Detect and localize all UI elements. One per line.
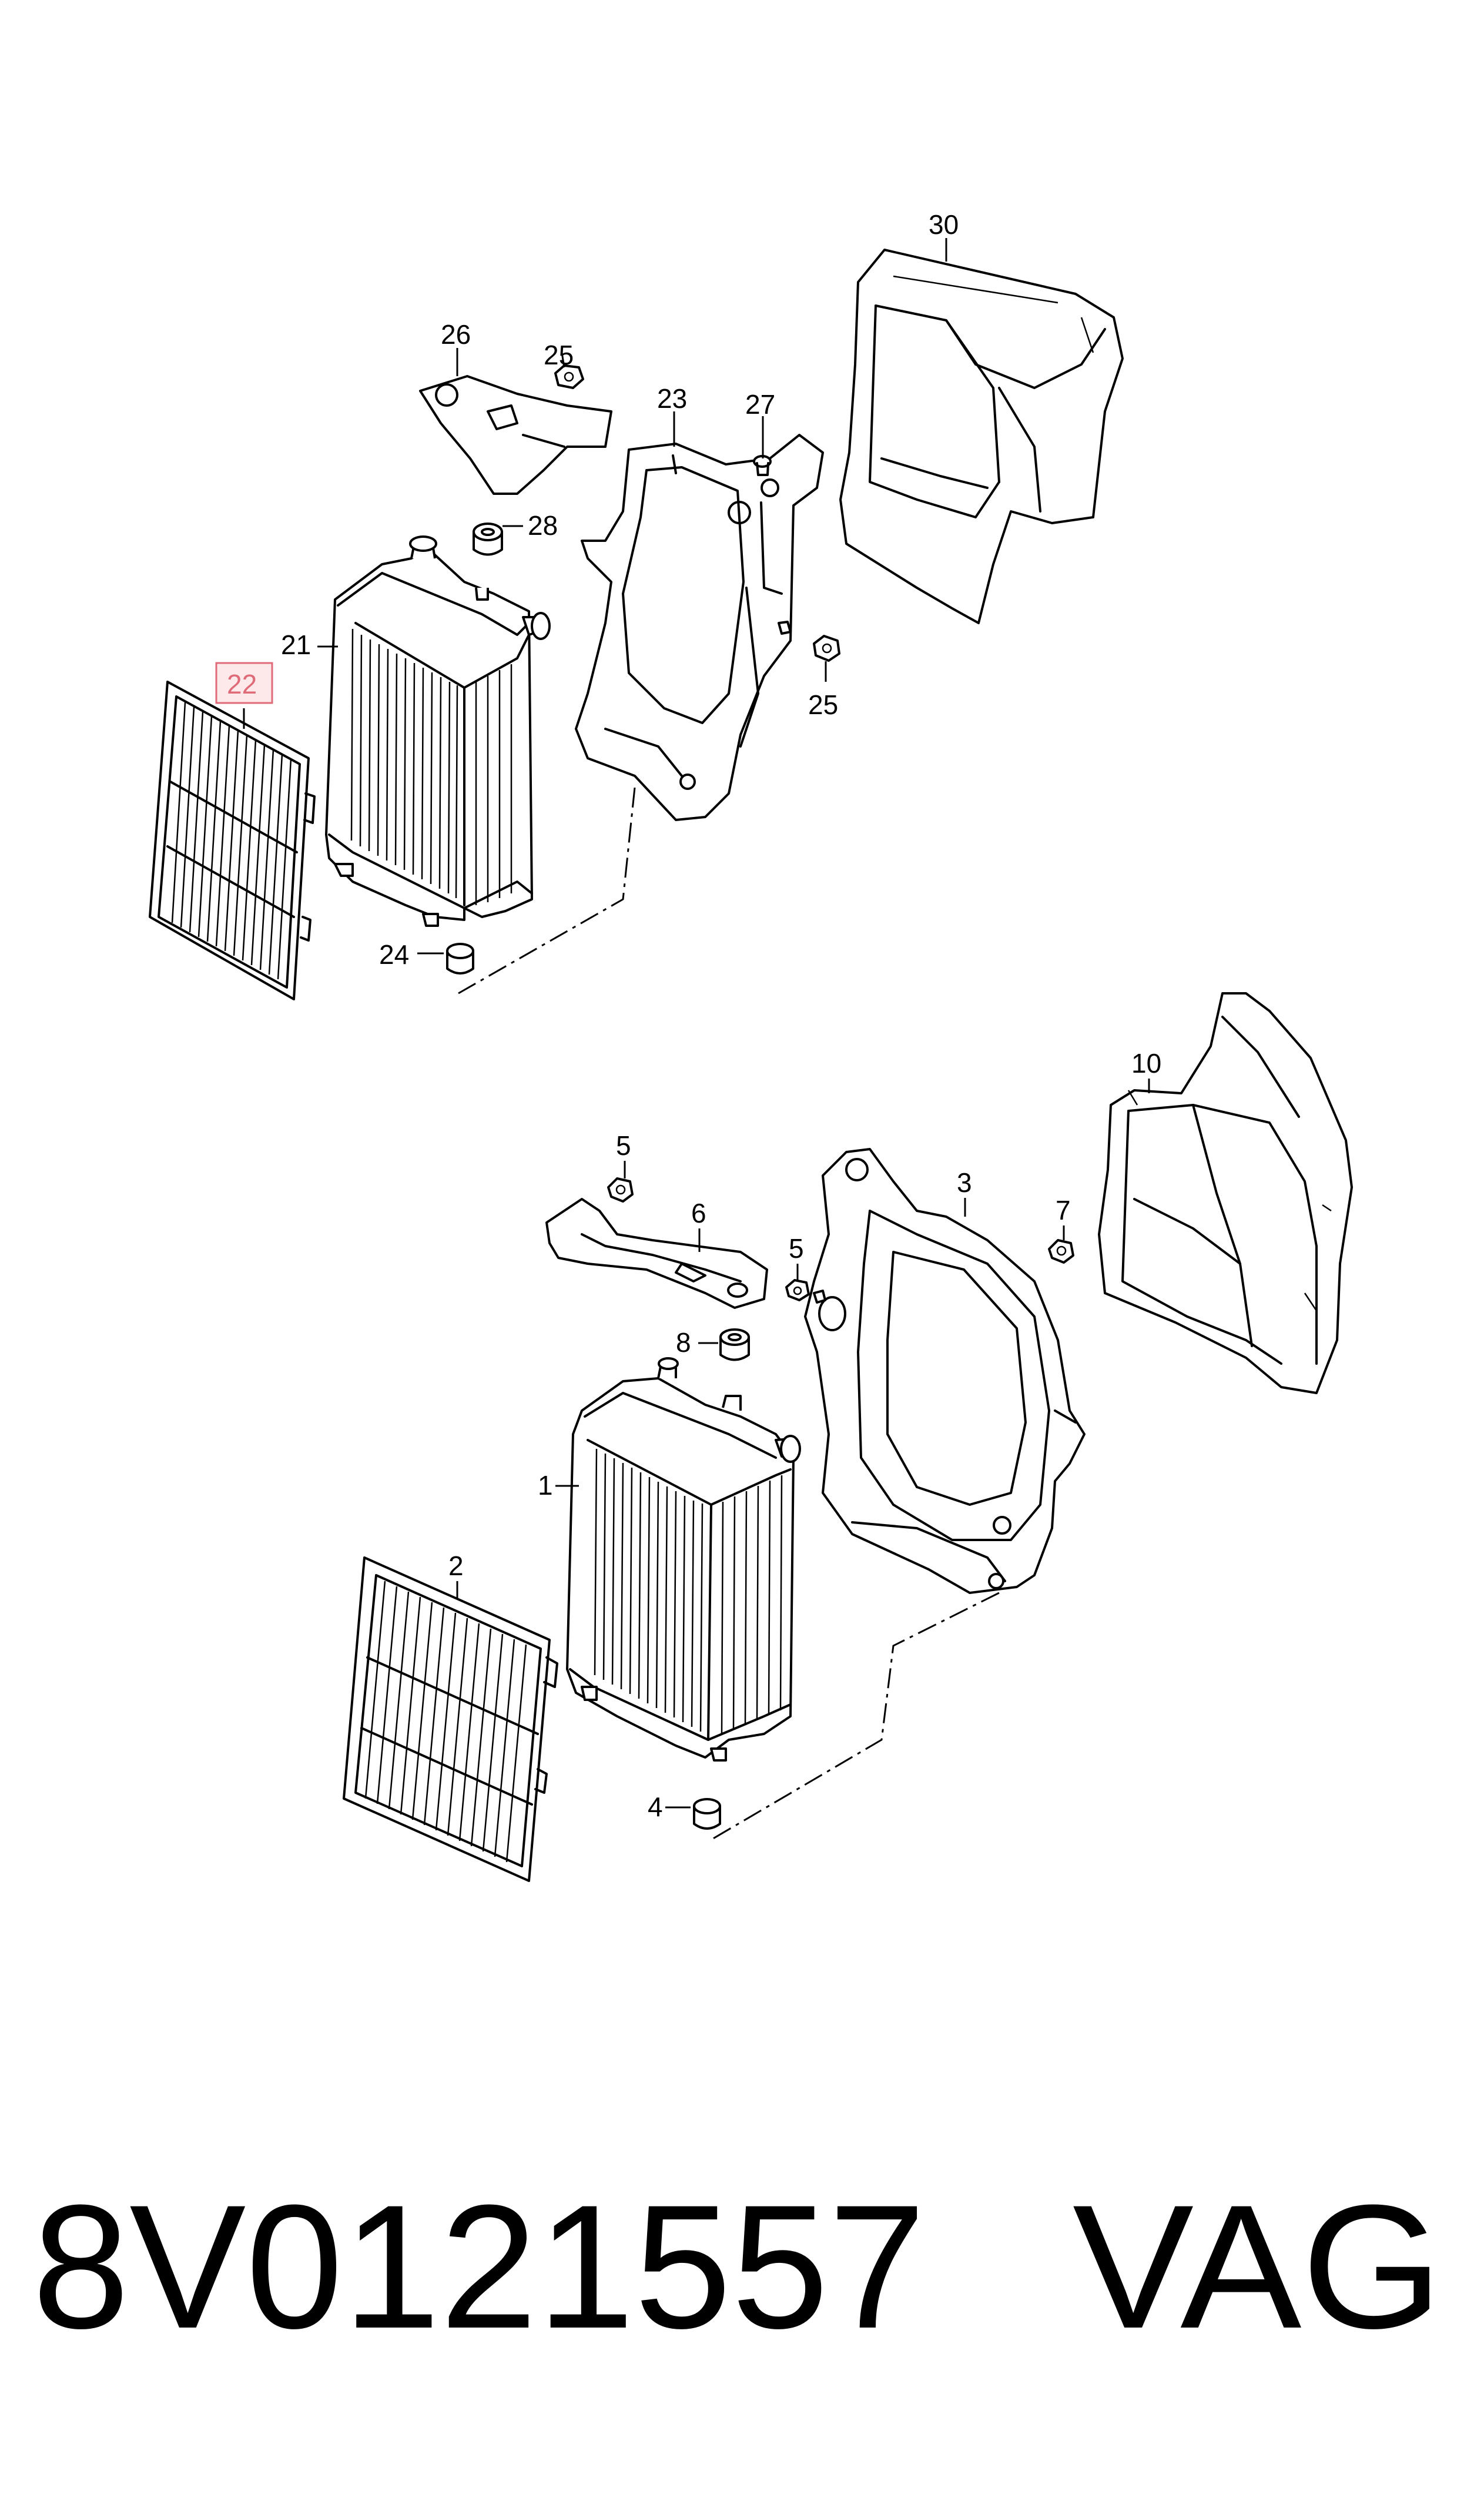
callout-7[interactable]: 7 (1056, 1195, 1071, 1225)
callout-5[interactable]: 5 (616, 1130, 631, 1161)
callout-3[interactable]: 3 (957, 1167, 972, 1198)
callout-24[interactable]: 24 (379, 939, 409, 970)
grille-upper (149, 681, 316, 1000)
leader-lines-upper (243, 238, 947, 955)
callouts-lower: 10 5 3 7 6 5 8 1 2 4 (448, 1048, 1161, 1822)
bracket-upper (419, 375, 612, 495)
callout-2[interactable]: 2 (448, 1551, 464, 1581)
callout-21[interactable]: 21 (281, 629, 311, 660)
callout-30[interactable]: 30 (929, 209, 959, 240)
upper-assembly: 30 26 25 23 27 28 21 22 25 24 (149, 209, 1124, 1000)
bracket-lower (545, 1198, 768, 1309)
radiator-upper (325, 535, 551, 927)
callout-25[interactable]: 25 (544, 340, 574, 370)
callout-28[interactable]: 28 (528, 510, 558, 541)
grommet-lower-bottom (693, 1798, 721, 1830)
lower-assembly: 10 5 3 7 6 5 8 1 2 4 (343, 992, 1353, 1882)
grille-lower-slats (360, 1581, 539, 1863)
callout-8[interactable]: 8 (676, 1327, 691, 1358)
leader-lines-lower (456, 1079, 1150, 1809)
part-number: 8V0121557 (32, 2168, 926, 2365)
callout-25[interactable]: 25 (808, 689, 838, 720)
callouts-upper: 30 26 25 23 27 28 21 22 25 24 (215, 209, 959, 970)
grommet-upper (473, 523, 503, 556)
callout-1[interactable]: 1 (538, 1470, 553, 1501)
callout-23[interactable]: 23 (657, 383, 687, 414)
manufacturer: VAG (1073, 2168, 1443, 2365)
nut-lower-b (785, 1279, 826, 1304)
grille-lower (343, 1556, 558, 1882)
frame-lower (804, 1148, 1086, 1594)
callout-26[interactable]: 26 (441, 319, 471, 350)
radiator-upper-fins (350, 628, 512, 905)
frame-upper (575, 434, 824, 821)
callout-22[interactable]: 22 (227, 669, 257, 699)
footer: 8V0121557 VAG (32, 2168, 1443, 2365)
radiator-lower-fins (594, 1448, 783, 1734)
callout-5[interactable]: 5 (789, 1233, 804, 1264)
air-duct-lower (1098, 992, 1353, 1394)
callout-27[interactable]: 27 (745, 389, 775, 420)
radiator-lower (566, 1357, 801, 1762)
callout-10[interactable]: 10 (1131, 1048, 1161, 1079)
callout-4[interactable]: 4 (648, 1792, 663, 1822)
grommet-lower (719, 1328, 750, 1361)
callout-6[interactable]: 6 (691, 1198, 706, 1228)
nut-upper-b (778, 621, 840, 662)
air-duct-upper (839, 249, 1124, 624)
nut-lower-a (607, 1177, 634, 1203)
grille-upper-slats (166, 702, 298, 980)
alignment-line-upper (458, 787, 636, 995)
nut-lower-right (1048, 1239, 1074, 1264)
callout-22-highlight (215, 662, 273, 704)
grommet-upper-bottom (446, 943, 474, 975)
